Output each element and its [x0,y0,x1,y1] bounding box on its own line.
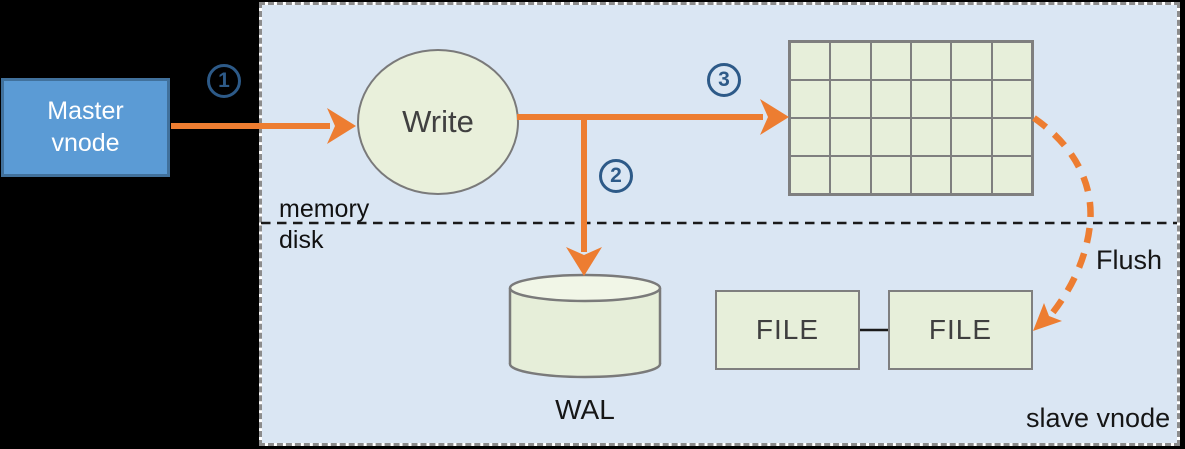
file-box-1: FILE [715,290,860,370]
memtable-cell [991,80,1032,118]
memtable-cell [830,156,871,194]
write-node: Write [357,49,519,195]
write-node-label: Write [402,104,474,139]
memtable-cell [830,118,871,156]
memtable-cell [790,42,831,80]
memtable-cell [870,42,911,80]
step-badge-3: 3 [707,63,741,97]
step-badge-2: 2 [599,159,633,193]
memtable-cell [951,118,992,156]
flush-label: Flush [1096,245,1163,275]
memtable-cell [910,80,952,118]
memtable-cell [910,118,952,156]
master-vnode-box: Master vnode [1,78,170,177]
memtable-cell [951,80,992,118]
memtable-cell [910,42,952,80]
memtable-cell [870,118,911,156]
memtable-cell [951,156,992,194]
memtable-cell [870,156,911,194]
wal-label: WAL [555,394,615,425]
file-box-2-label: FILE [928,314,993,345]
memtable-grid [788,40,1034,196]
file-box-2: FILE [888,290,1033,370]
memtable-cell [991,42,1032,80]
step-badge-1: 1 [207,64,241,98]
master-vnode-label: Master vnode [47,97,124,157]
disk-label: disk [279,226,324,254]
file-box-1-label: FILE [755,314,820,345]
memory-label: memory [279,195,370,223]
memtable-cell [830,42,871,80]
memtable-cell [910,156,952,194]
memtable-cell [790,118,831,156]
memtable-cell [790,80,831,118]
memtable-cell [830,80,871,118]
memtable-cell [991,118,1032,156]
memtable-cell [790,156,831,194]
memtable-cell [991,156,1032,194]
slave-vnode-label: slave vnode [1026,403,1171,433]
memtable-cell [951,42,992,80]
memtable-cell [870,80,911,118]
